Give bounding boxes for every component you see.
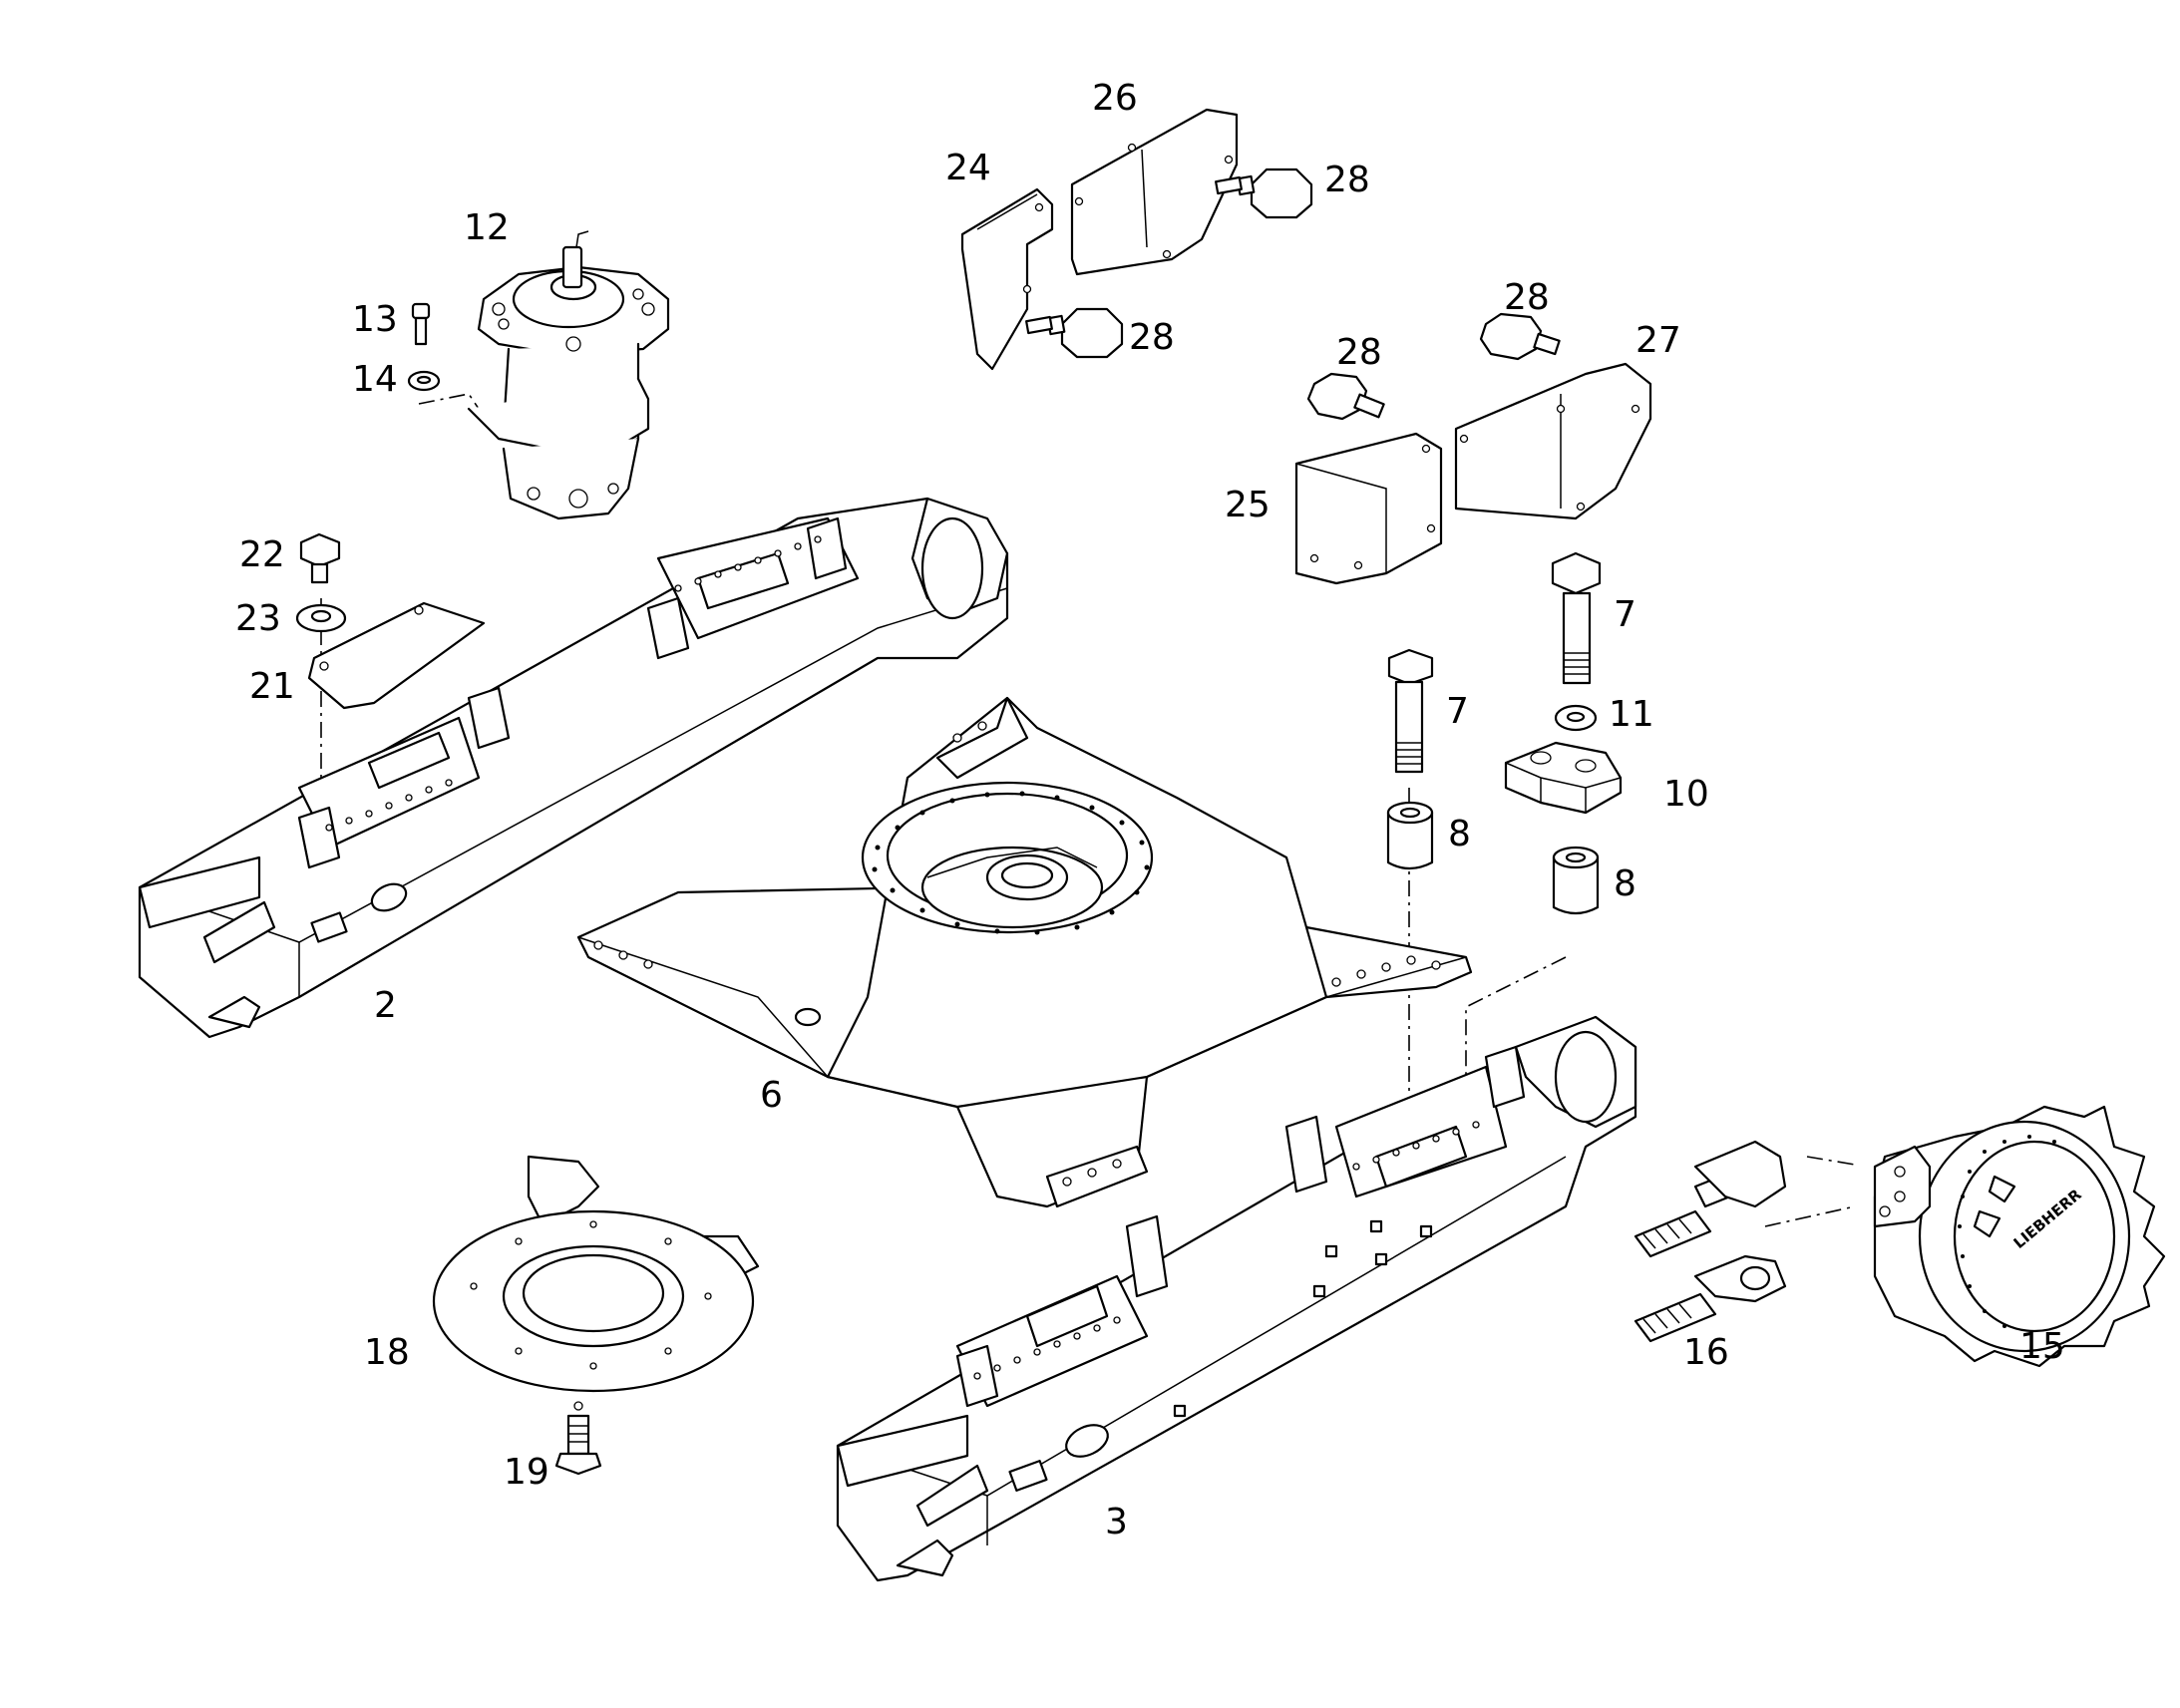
- callout-3: 3: [1105, 1502, 1128, 1542]
- spacer-part-8-right: [1552, 846, 1600, 915]
- washer-part-14: [407, 370, 441, 392]
- callout-10: 10: [1663, 774, 1709, 815]
- washer-part-11: [1554, 704, 1598, 732]
- bolt-part-19: [554, 1401, 602, 1476]
- right-track-frame-part-3: [836, 1015, 1637, 1582]
- callout-19: 19: [504, 1452, 549, 1493]
- pin-part-16-upper: [1634, 1140, 1787, 1258]
- callout-7-right: 7: [1614, 594, 1636, 635]
- bolt-part-28-a: [1215, 168, 1313, 219]
- callout-11: 11: [1609, 694, 1654, 735]
- callout-14: 14: [352, 359, 398, 400]
- plate-part-18: [432, 1155, 760, 1393]
- center-frame-part-6: [576, 696, 1473, 1208]
- bolt-part-22: [299, 532, 341, 584]
- left-track-frame-part-2: [138, 497, 1009, 1039]
- callout-25: 25: [1225, 485, 1271, 525]
- bolt-part-28-b: [1025, 307, 1124, 359]
- callout-28-b: 28: [1129, 317, 1175, 358]
- callout-12: 12: [464, 207, 510, 248]
- guard-part-27: [1454, 362, 1652, 520]
- plate-part-10: [1504, 741, 1623, 815]
- callout-24: 24: [945, 148, 991, 188]
- callout-7-left: 7: [1446, 691, 1469, 732]
- guard-part-26: [1070, 108, 1239, 276]
- callout-labels: 2 3 6 7 7 8 8 10 11 12 13 14 15 16 18 19…: [235, 78, 2065, 1542]
- bolt-part-13: [411, 302, 431, 346]
- guard-part-24: [960, 187, 1054, 371]
- callout-8-left: 8: [1448, 814, 1471, 854]
- callout-13: 13: [352, 299, 398, 340]
- callout-21: 21: [249, 666, 295, 707]
- callout-28-c: 28: [1504, 277, 1550, 318]
- callout-16: 16: [1683, 1332, 1729, 1373]
- guard-part-25: [1294, 432, 1443, 585]
- bolt-part-7-left: [1387, 648, 1434, 774]
- spacer-part-8-left: [1386, 801, 1434, 870]
- callout-23: 23: [235, 598, 281, 639]
- bolt-part-28-d: [1306, 372, 1385, 421]
- bolt-part-7-right: [1551, 551, 1602, 685]
- pin-part-16-lower: [1634, 1254, 1787, 1343]
- callout-15: 15: [2019, 1326, 2065, 1367]
- callout-2: 2: [374, 985, 397, 1026]
- callout-8-right: 8: [1614, 863, 1636, 904]
- callout-28-a: 28: [1324, 160, 1370, 200]
- callout-6: 6: [760, 1075, 783, 1116]
- bolt-part-28-c: [1479, 312, 1561, 361]
- travel-motor-part-12: [467, 230, 670, 520]
- plate-part-21: [307, 601, 486, 710]
- drive-sprocket-part-15: LIEBHERR: [1873, 1105, 2166, 1368]
- callout-26: 26: [1092, 78, 1138, 119]
- callout-28-d: 28: [1336, 332, 1382, 373]
- callout-18: 18: [364, 1332, 410, 1373]
- callout-27: 27: [1635, 320, 1681, 361]
- washer-part-23: [295, 603, 347, 633]
- callout-22: 22: [239, 534, 285, 575]
